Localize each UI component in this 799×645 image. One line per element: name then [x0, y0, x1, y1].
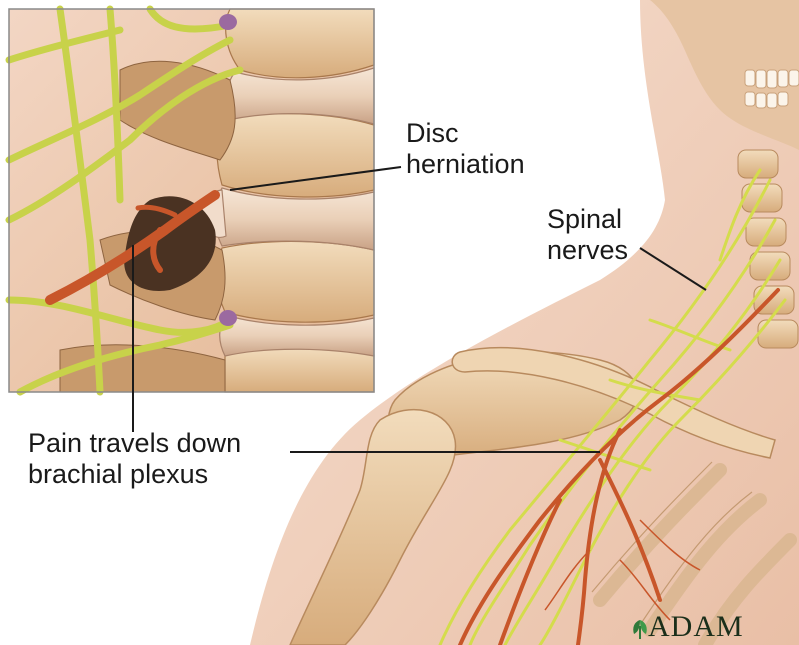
spinal-label-line-2: nerves: [547, 235, 628, 266]
spinal-nerves-label: Spinal nerves: [547, 204, 628, 266]
disc-label-line-1: Disc: [406, 118, 525, 149]
disc-label-line-2: herniation: [406, 149, 525, 180]
spinal-label-line-1: Spinal: [547, 204, 628, 235]
adam-leaf-icon: [630, 618, 650, 640]
disc-herniation-label: Disc herniation: [406, 118, 525, 180]
adam-logo: ADAM: [648, 612, 744, 642]
brachial-plexus-label: Pain travels down brachial plexus: [28, 428, 241, 490]
inset-closeup: [9, 9, 374, 392]
pain-label-line-2: brachial plexus: [28, 459, 241, 490]
pain-label-line-1: Pain travels down: [28, 428, 241, 459]
